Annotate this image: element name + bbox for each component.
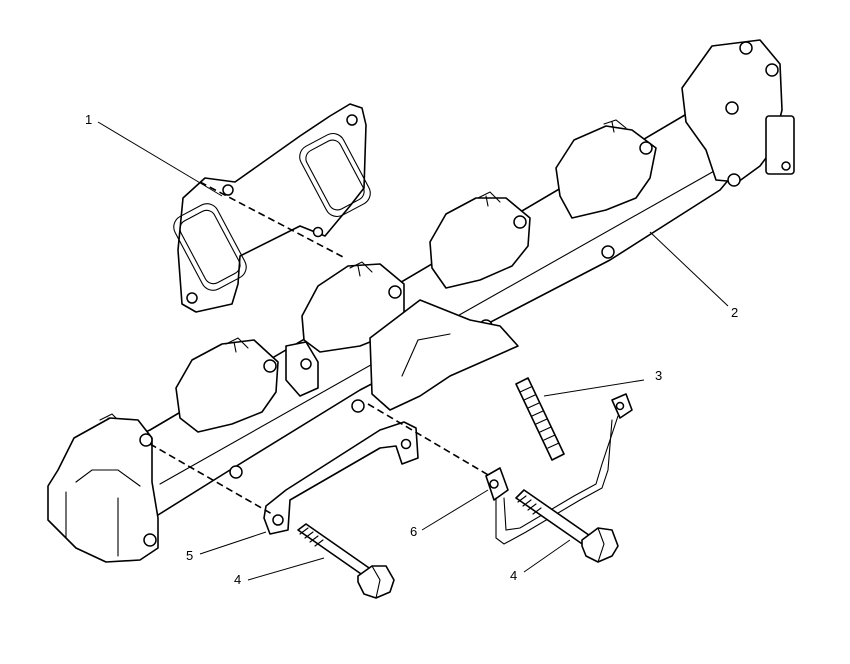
callout-1: 1 [85,112,92,127]
stud [515,377,565,461]
callout-3: 3 [655,368,662,383]
exhaust-manifold [47,39,795,563]
alignment-line-left-bolt [149,443,273,515]
bracket [263,421,419,535]
gasket [173,103,371,313]
leader-1 [97,121,223,197]
leader-2 [649,231,729,307]
leader-6 [421,489,489,531]
leader-lines [97,121,729,581]
bolt-left [297,523,395,599]
alignment-line-right-bolt [367,403,491,477]
leader-5 [199,531,267,555]
leader-3 [543,379,645,397]
leader-4b [523,539,571,573]
callout-2: 2 [731,305,738,320]
callout-6: 6 [410,524,417,539]
bolt-right [515,489,619,563]
alignment-line-gasket [199,181,346,259]
leader-4a [247,557,325,581]
callout-4-right: 4 [510,568,517,583]
callout-5: 5 [186,548,193,563]
callout-4-left: 4 [234,572,241,587]
